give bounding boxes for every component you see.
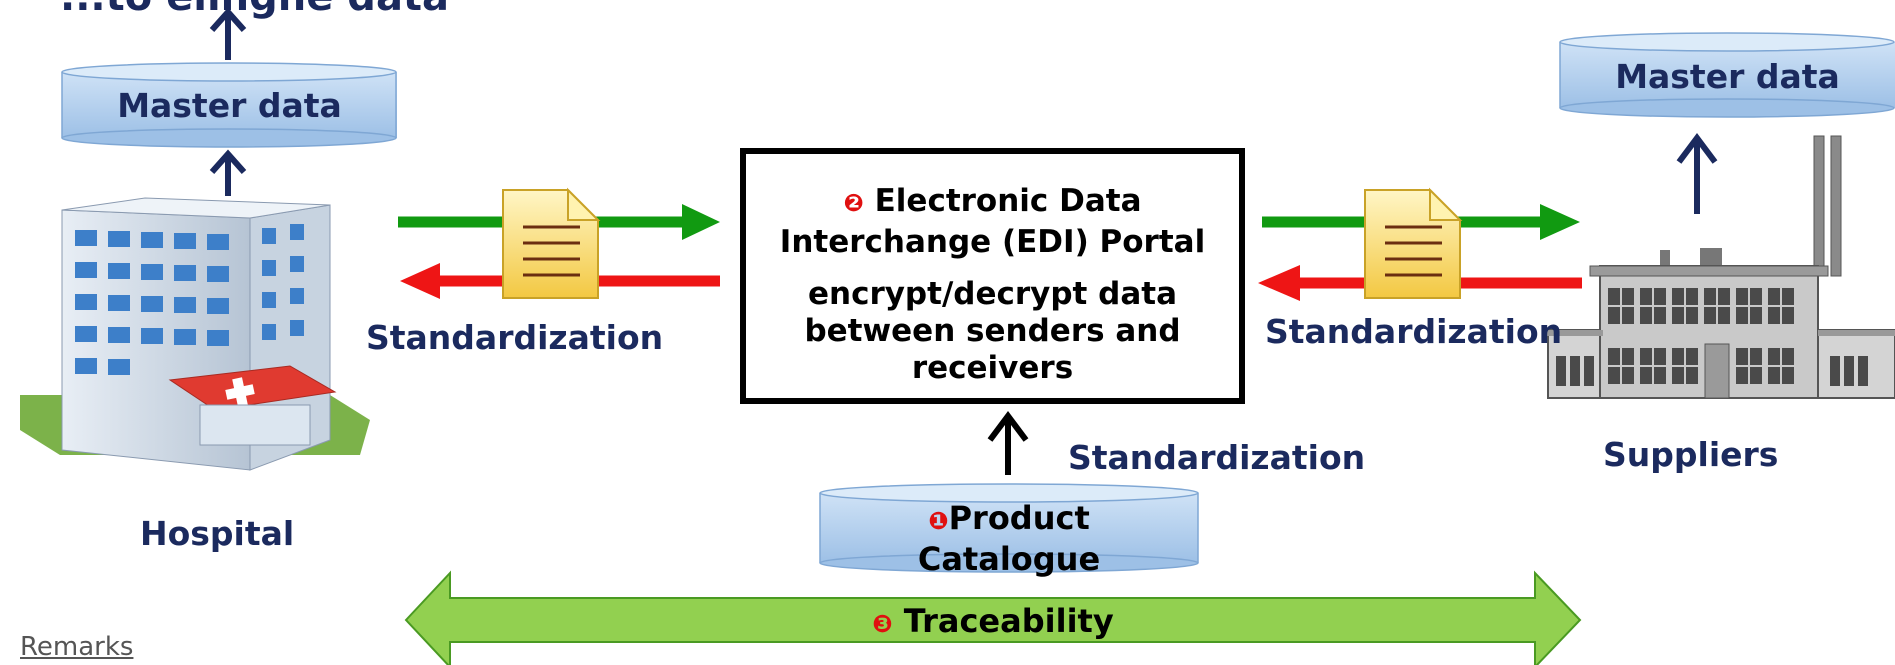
- edi-title-text: Electronic Data Interchange (EDI) Portal: [779, 183, 1206, 260]
- traceability-label-text: Traceability: [903, 602, 1114, 640]
- catalogue-number-marker: ❶: [928, 507, 949, 535]
- supplier-master-data-cylinder: [1559, 32, 1895, 118]
- edi-number-marker: ❷: [843, 189, 864, 217]
- cropped-top-text: ...to eiinghe data: [60, 0, 449, 20]
- hospital-to-master-arrow: [209, 149, 247, 196]
- remarks-link[interactable]: Remarks: [20, 632, 134, 662]
- catalogue-label-text: Product Catalogue: [917, 499, 1101, 578]
- supplier-standardization-label: Standardization: [1265, 312, 1563, 351]
- product-catalogue-cylinder: [819, 483, 1199, 573]
- edi-title: ❷ Electronic Data Interchange (EDI) Port…: [746, 182, 1239, 262]
- hospital-master-data-cylinder: [61, 62, 397, 148]
- catalogue-standardization-label: Standardization: [1068, 438, 1366, 477]
- hospital-standardization-label: Standardization: [366, 318, 664, 357]
- supplier-master-data-label: Master data: [1615, 57, 1840, 96]
- supplier-to-master-arrow: [1676, 133, 1718, 214]
- hospital-master-data-label: Master data: [117, 86, 342, 125]
- edi-description: encrypt/decrypt data between senders and…: [804, 276, 1181, 386]
- right-document-icon: [1364, 187, 1463, 299]
- traceability-label: ❸ Traceability: [843, 602, 1143, 640]
- traceability-double-arrow: [404, 570, 1582, 665]
- left-document-icon: [502, 187, 601, 299]
- product-catalogue-label: ❶Product Catalogue: [880, 499, 1138, 578]
- hospital-upload-arrow: [209, 7, 247, 60]
- catalogue-to-edi-arrow: [987, 411, 1029, 475]
- traceability-number-marker: ❸: [872, 610, 893, 638]
- hospital-label: Hospital: [140, 514, 295, 553]
- hospital-building-icon: [20, 197, 370, 471]
- edi-portal-box: ❷ Electronic Data Interchange (EDI) Port…: [740, 148, 1245, 404]
- suppliers-label: Suppliers: [1603, 435, 1779, 474]
- supplier-factory-icon: [1545, 135, 1895, 399]
